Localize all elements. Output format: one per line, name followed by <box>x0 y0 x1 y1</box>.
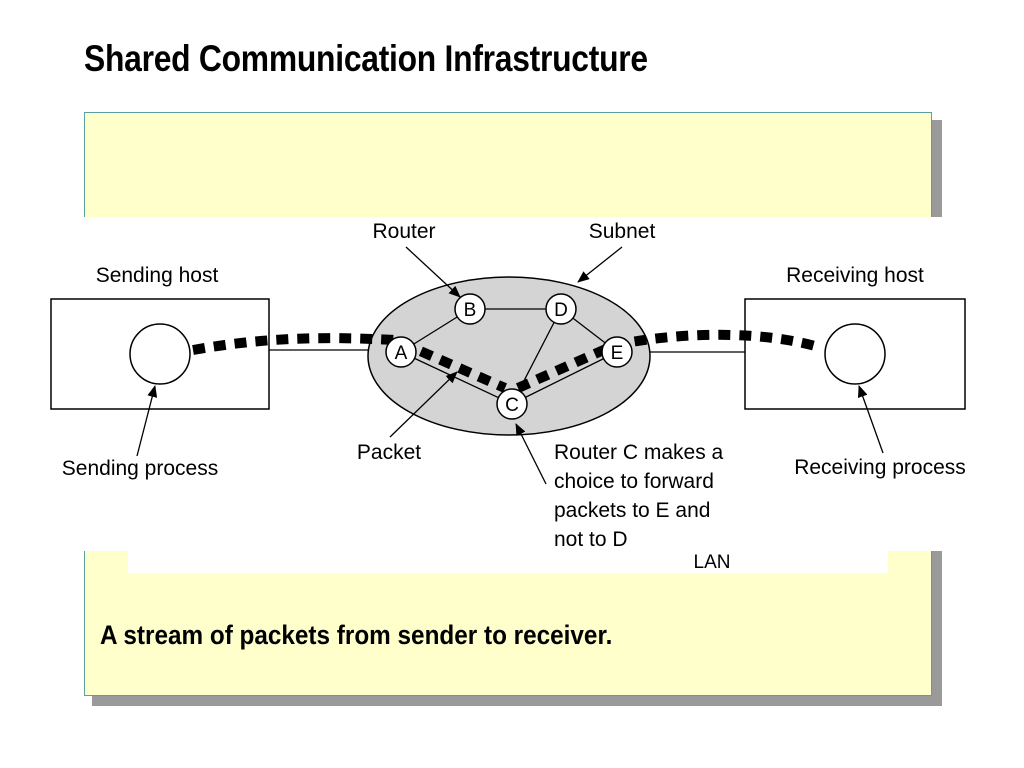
link-c-e <box>511 351 618 405</box>
router-c-note-line-4: not to D <box>554 528 628 551</box>
receiving-host-label: Receiving host <box>786 264 924 287</box>
sending-process-circle <box>129 323 191 385</box>
packet-stream-right <box>515 329 824 393</box>
packet-stream-left <box>192 333 507 393</box>
receiving-process-label: Receiving process <box>794 456 966 479</box>
router-c-note-line-2: choice to forward <box>554 470 714 493</box>
subnet-arrow <box>577 246 623 283</box>
router-arrow <box>405 246 461 298</box>
router-node-c: C <box>496 388 528 420</box>
router-c-arrow <box>515 423 547 485</box>
router-c-note-line-3: packets to E and <box>554 499 710 522</box>
subnet-ellipse <box>367 276 651 436</box>
sending-process-label: Sending process <box>62 457 218 480</box>
lan-label: LAN <box>694 552 731 573</box>
router-node-d-label: D <box>554 300 568 321</box>
diagram-background-lower <box>128 551 888 573</box>
annotation-arrows <box>136 246 884 485</box>
receiving-process-circle <box>824 323 886 385</box>
router-c-note-line-1: Router C makes a <box>554 441 724 464</box>
sending-host-label: Sending host <box>96 264 219 287</box>
router-node-e-label: E <box>611 343 624 364</box>
packet-arrow <box>389 371 458 438</box>
subnet-label: Subnet <box>589 220 656 243</box>
receiving-process-arrow <box>858 385 884 454</box>
router-node-a: A <box>385 336 417 368</box>
router-node-e: E <box>601 336 633 368</box>
slide-caption: A stream of packets from sender to recei… <box>100 620 613 650</box>
router-node-b: B <box>454 293 486 325</box>
slide-title: Shared Communication Infrastructure <box>84 38 648 79</box>
router-node-d: D <box>545 293 577 325</box>
router-node-a-label: A <box>395 343 408 364</box>
sending-process-arrow <box>136 385 158 457</box>
router-node-c-label: C <box>505 395 519 416</box>
router-node-b-label: B <box>464 300 477 321</box>
packet-label: Packet <box>357 441 421 464</box>
router-label: Router <box>372 220 435 243</box>
